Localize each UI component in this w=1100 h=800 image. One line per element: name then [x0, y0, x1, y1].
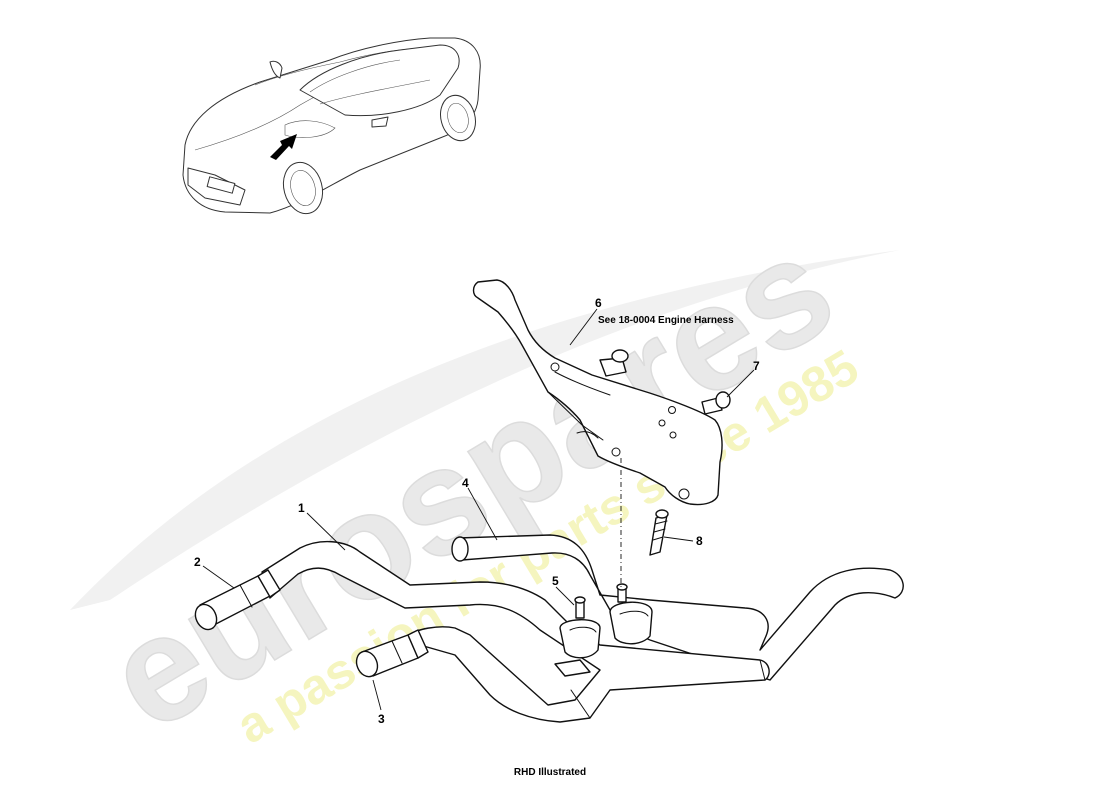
clip-5-left: [554, 596, 601, 677]
hose-3-fitting: [355, 629, 429, 678]
callout-1: 1: [298, 501, 305, 515]
callouts: 1 2 3 4 5 6 7 8: [194, 296, 760, 726]
hose-2-fitting: [194, 569, 281, 631]
callout-8: 8: [696, 534, 703, 548]
bolt-7: [701, 391, 731, 415]
callout-6: 6: [595, 296, 602, 310]
callout-4: 4: [462, 476, 469, 490]
stud-8: [649, 509, 669, 556]
callout-2: 2: [194, 555, 201, 569]
clip-5-right: [609, 583, 653, 645]
diagram-caption: RHD Illustrated: [514, 767, 586, 778]
leader-lines: [202, 308, 755, 711]
location-arrow-icon: [270, 134, 297, 160]
callout-7: 7: [753, 359, 760, 373]
bolt-6: [599, 349, 629, 377]
callout-3: 3: [378, 712, 385, 726]
harness-bracket: [472, 279, 723, 506]
harness-reference-note: See 18-0004 Engine Harness: [598, 315, 734, 326]
callout-5: 5: [552, 574, 559, 588]
hose-1: [261, 540, 770, 723]
car-overview: [182, 37, 481, 215]
